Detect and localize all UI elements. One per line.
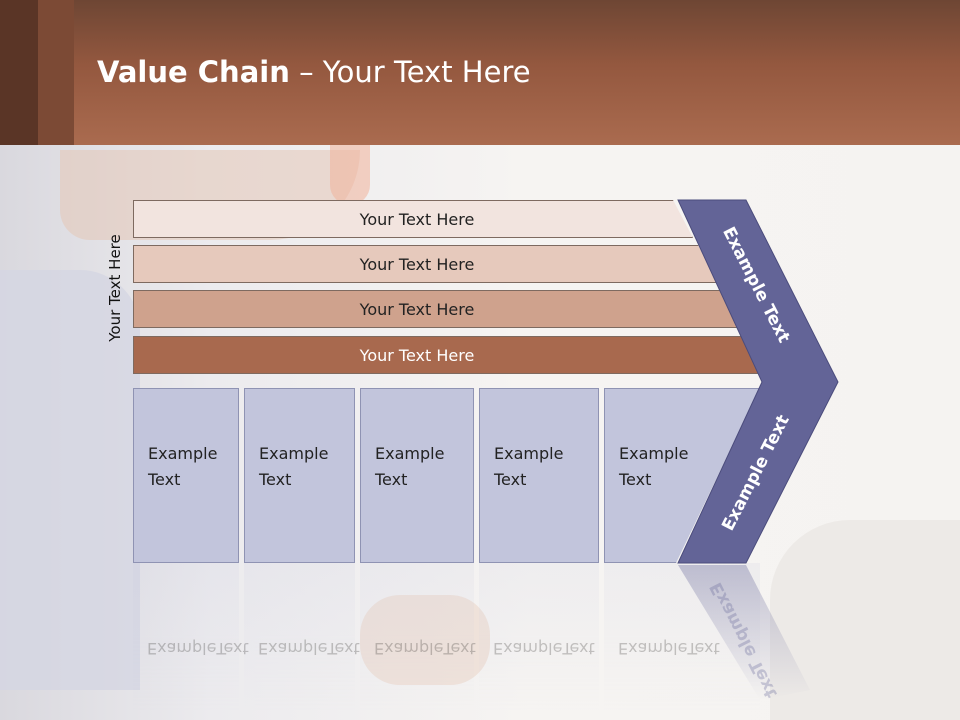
activity-box-line1: Example: [259, 444, 329, 463]
slide-title[interactable]: Value Chain – Your Text Here: [97, 55, 531, 89]
activity-box-line1: Example: [375, 444, 445, 463]
background-figure-ear: [330, 145, 370, 205]
activity-box-line2: Text: [619, 470, 652, 489]
slide-title-rest: – Your Text Here: [289, 55, 531, 89]
activity-box-line2: Text: [148, 470, 181, 489]
slide-header: Value Chain – Your Text Here: [0, 0, 960, 145]
chain-bar-2[interactable]: Your Text Here: [133, 245, 718, 283]
activity-box-line1: Example: [148, 444, 218, 463]
slide-title-bold: Value Chain: [97, 55, 290, 89]
activity-box-line1: Example: [494, 444, 564, 463]
chain-bar-label: Your Text Here: [359, 209, 475, 229]
header-accent-band: [38, 0, 74, 145]
activity-box-line2: Text: [375, 470, 408, 489]
chain-bar-1[interactable]: Your Text Here: [133, 200, 693, 238]
background-figure-arm: [0, 270, 140, 690]
chain-bar-4[interactable]: Your Text Here: [133, 336, 766, 374]
activity-box-line2: Text: [259, 470, 292, 489]
activity-box-line2: Text: [494, 470, 527, 489]
activity-box-line1: Example: [619, 444, 689, 463]
chain-bar-label: Your Text Here: [359, 299, 475, 319]
chevron-arrow[interactable]: [677, 199, 839, 564]
chain-bar-3[interactable]: Your Text Here: [133, 290, 741, 328]
chevron-reflection: [678, 565, 810, 700]
chain-bar-label: Your Text Here: [359, 345, 475, 365]
chain-bar-label: Your Text Here: [359, 254, 475, 274]
header-accent-band: [0, 0, 38, 145]
activity-box-4[interactable]: Example Text: [479, 388, 599, 563]
activity-box-1[interactable]: Example Text: [133, 388, 239, 563]
background-hand: [360, 595, 490, 685]
activity-box-3[interactable]: Example Text: [360, 388, 474, 563]
activity-box-2[interactable]: Example Text: [244, 388, 355, 563]
